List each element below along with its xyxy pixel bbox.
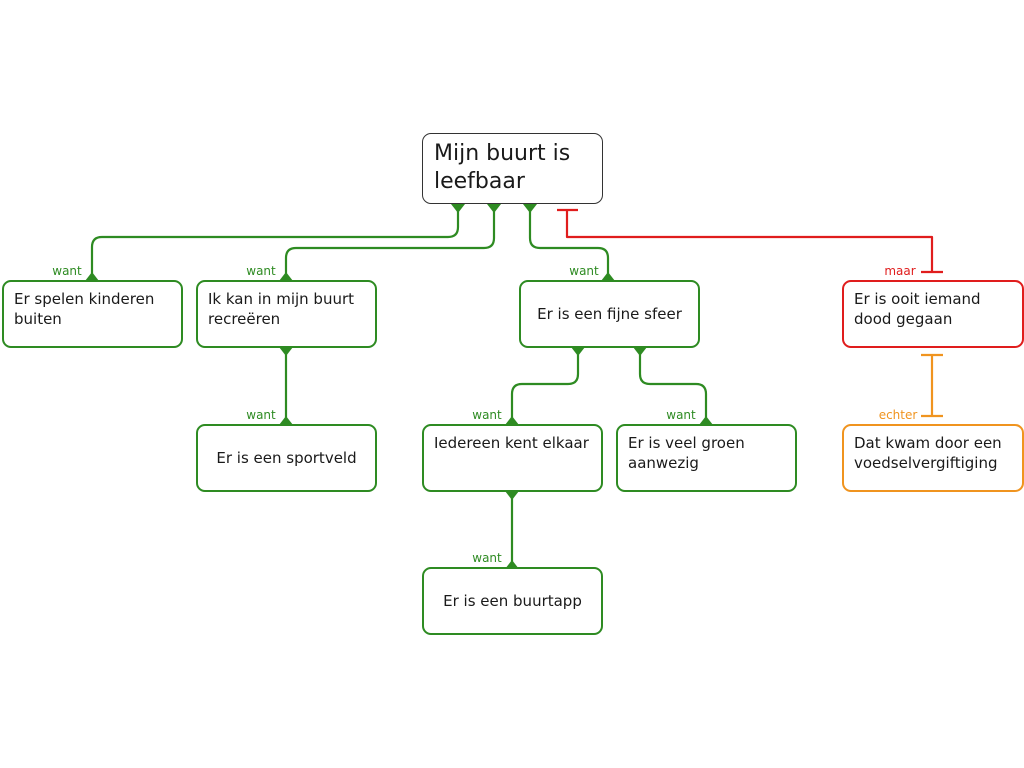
root-claim-node[interactable]: Mijn buurt is leefbaar — [422, 133, 603, 204]
node-recreeren-text: Ik kan in mijn buurt recreëren — [208, 290, 355, 328]
node-iemand-text: Er is ooit iemand dood gegaan — [854, 290, 981, 328]
node-groen-text: Er is veel groen aanwezig — [628, 434, 745, 472]
node-kinderen[interactable]: Er spelen kinderen buiten — [2, 280, 183, 348]
label-kinderen: want — [52, 264, 82, 278]
joint-kinderen — [85, 272, 99, 281]
connector-sfeer — [528, 205, 610, 282]
node-vergiftiging-text: Dat kwam door een voedselvergiftiging — [854, 434, 1002, 472]
label-iedereen: want — [472, 408, 502, 422]
node-vergiftiging[interactable]: Dat kwam door een voedselvergiftiging — [842, 424, 1024, 492]
joint-root-3 — [523, 204, 537, 213]
joint-groen — [699, 416, 713, 425]
joint-sfeer-bottom-2 — [633, 347, 647, 356]
joint-recreeren-bottom — [279, 347, 293, 356]
node-buurtapp[interactable]: Er is een buurtapp — [422, 567, 603, 635]
joint-buurtapp — [505, 560, 519, 569]
joint-sfeer — [601, 272, 615, 281]
connector-kinderen — [90, 205, 460, 282]
connector-groen — [638, 347, 708, 425]
label-iemand: maar — [884, 264, 916, 278]
node-iedereen[interactable]: Iedereen kent elkaar — [422, 424, 603, 492]
node-recreeren[interactable]: Ik kan in mijn buurt recreëren — [196, 280, 377, 348]
joint-sfeer-bottom-1 — [571, 347, 585, 356]
node-kinderen-text: Er spelen kinderen buiten — [14, 290, 155, 328]
connector-recreeren — [284, 205, 496, 282]
joint-recreeren — [279, 272, 293, 281]
label-recreeren: want — [246, 264, 276, 278]
joint-root-2 — [487, 204, 501, 213]
joint-iedereen — [505, 416, 519, 425]
connector-iemand — [565, 210, 934, 272]
label-groen: want — [666, 408, 696, 422]
label-sportveld: want — [246, 408, 276, 422]
node-iedereen-text: Iedereen kent elkaar — [434, 434, 589, 452]
node-sportveld[interactable]: Er is een sportveld — [196, 424, 377, 492]
node-groen[interactable]: Er is veel groen aanwezig — [616, 424, 797, 492]
node-sportveld-text: Er is een sportveld — [216, 449, 357, 467]
node-buurtapp-text: Er is een buurtapp — [443, 592, 582, 610]
joint-iedereen-bottom — [505, 491, 519, 500]
label-vergiftiging: echter — [878, 408, 918, 422]
label-buurtapp: want — [472, 551, 502, 565]
joint-root-1 — [451, 204, 465, 213]
node-sfeer[interactable]: Er is een fijne sfeer — [519, 280, 700, 348]
root-claim-text: Mijn buurt is leefbaar — [434, 141, 571, 194]
node-sfeer-text: Er is een fijne sfeer — [537, 305, 682, 323]
connector-iedereen — [510, 347, 580, 425]
node-iemand[interactable]: Er is ooit iemand dood gegaan — [842, 280, 1024, 348]
label-sfeer: want — [569, 264, 599, 278]
joint-sportveld — [279, 416, 293, 425]
